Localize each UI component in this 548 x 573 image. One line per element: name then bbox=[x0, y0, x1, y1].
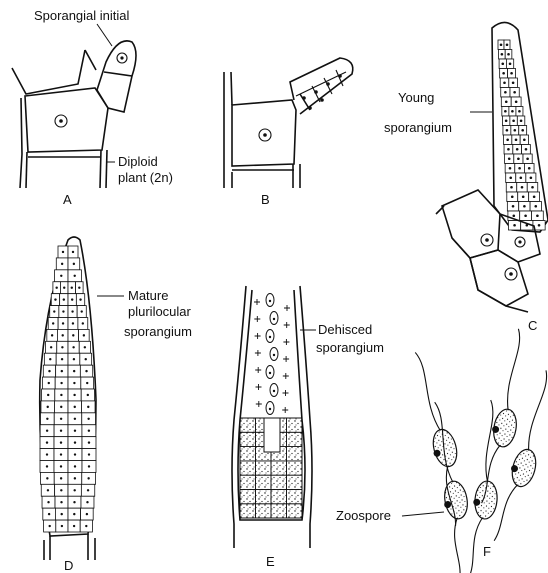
label-dehisced-line1: Dehisced bbox=[318, 322, 372, 337]
panel-d-drawing bbox=[40, 237, 124, 560]
label-dehisced-line2: sporangium bbox=[316, 340, 384, 355]
label-zoospore: Zoospore bbox=[336, 508, 391, 523]
panel-label-e: E bbox=[266, 554, 275, 569]
label-young-sporangium-line1: Young bbox=[398, 90, 434, 105]
label-sporangial-initial: Sporangial initial bbox=[34, 8, 130, 23]
panel-label-c: C bbox=[528, 318, 537, 333]
panel-label-f: F bbox=[483, 544, 491, 559]
panel-label-d: D bbox=[64, 558, 73, 573]
panel-e-drawing bbox=[232, 286, 316, 548]
panel-b-drawing bbox=[224, 58, 353, 188]
label-diploid-plant-line2: plant (2n) bbox=[118, 170, 173, 185]
label-diploid-plant-line1: Diploid bbox=[118, 154, 158, 169]
label-mature-line1: Mature bbox=[128, 288, 168, 303]
label-mature-line2: plurilocular bbox=[128, 304, 192, 319]
label-mature-line3: sporangium bbox=[124, 324, 192, 339]
panel-label-a: A bbox=[63, 192, 72, 207]
panel-label-b: B bbox=[261, 192, 270, 207]
label-young-sporangium-line2: sporangium bbox=[384, 120, 452, 135]
panel-c-drawing bbox=[436, 22, 548, 312]
panel-f-drawing bbox=[402, 327, 548, 573]
